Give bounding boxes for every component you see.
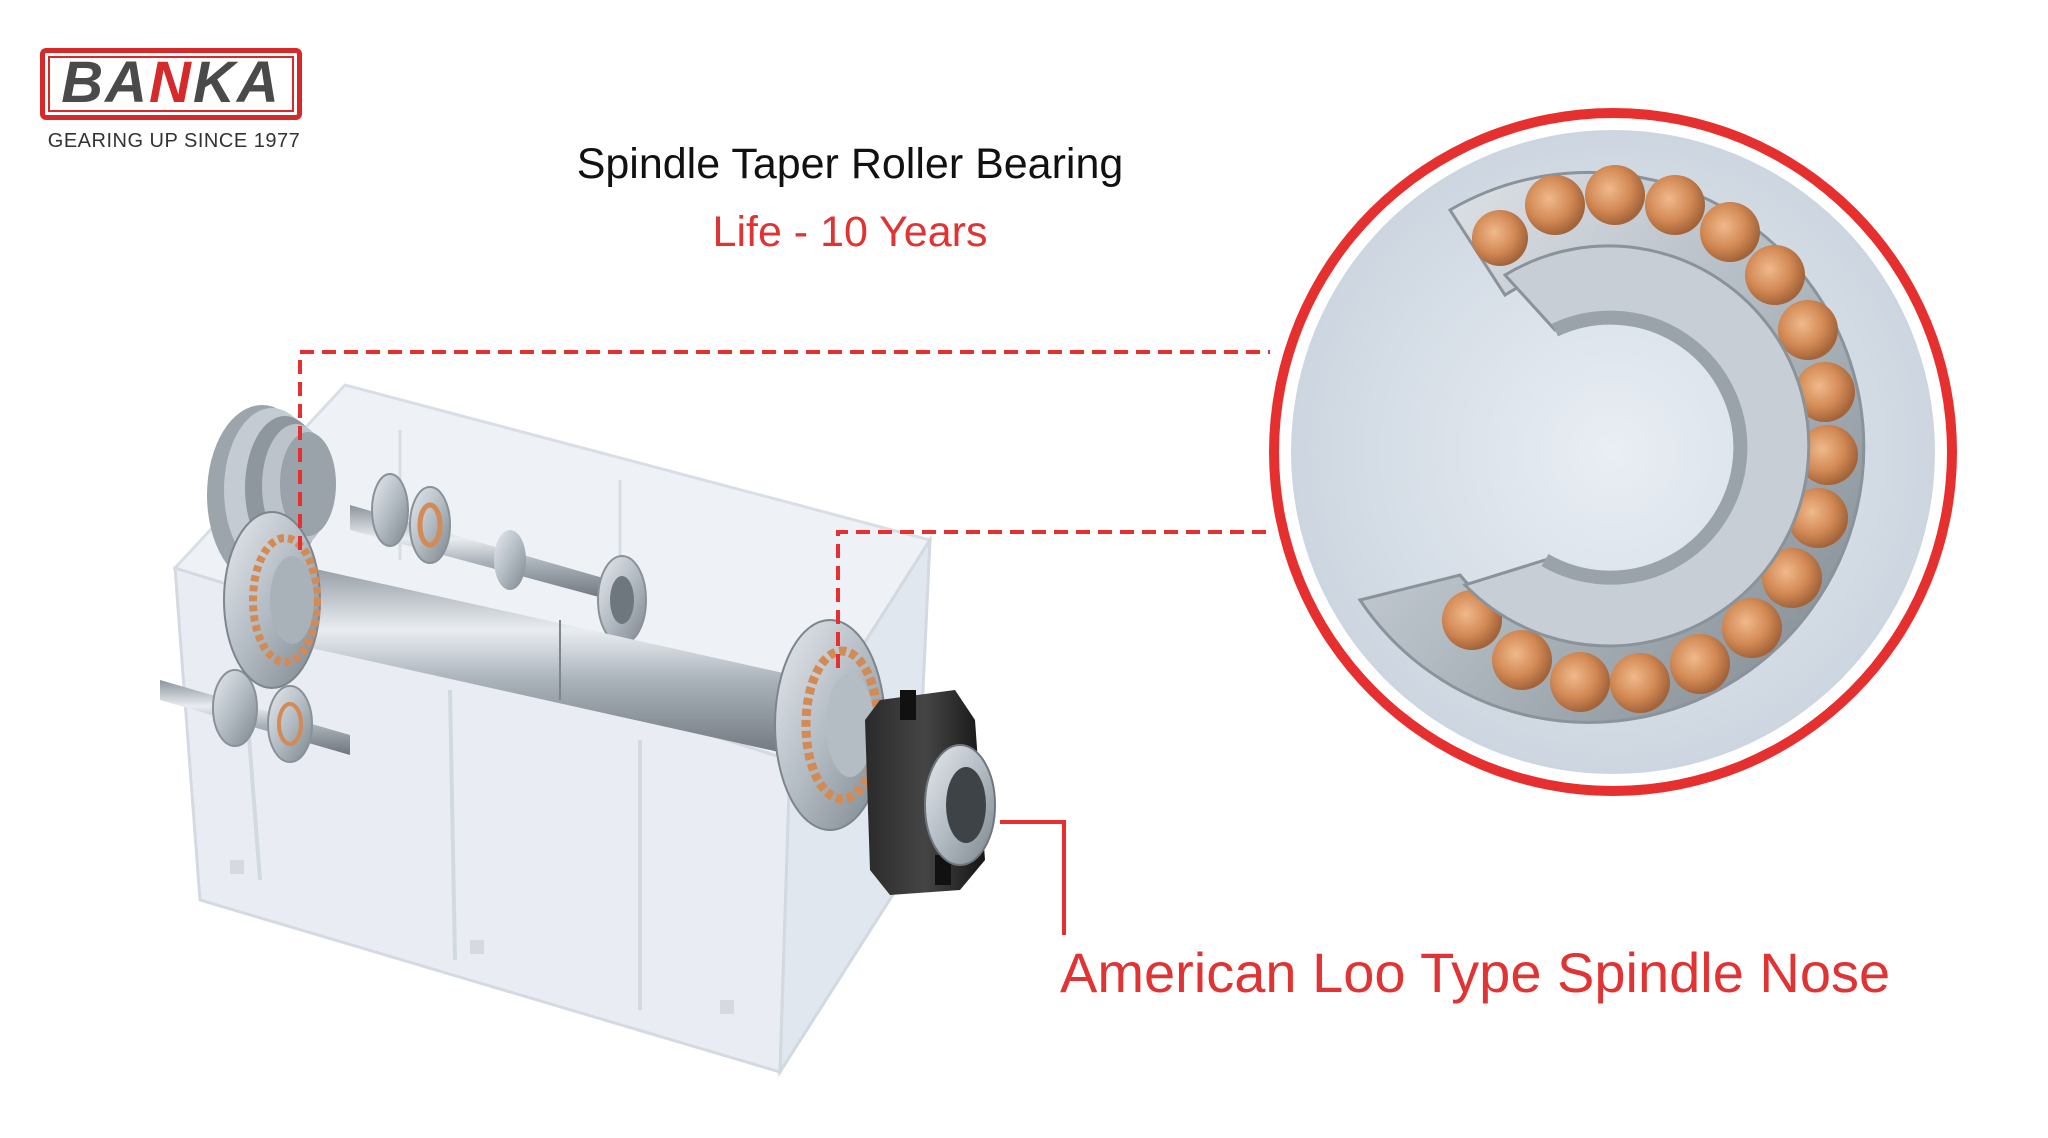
bearing-title: Spindle Taper Roller Bearing <box>576 140 1124 188</box>
logo-wordmark: BANKA <box>61 50 281 115</box>
spindle-nose-label: American Loo Type Spindle Nose <box>1060 941 1891 1004</box>
spindle-nose-nut <box>865 690 996 895</box>
input-shaft <box>160 669 350 763</box>
spindle-nose-leader <box>1000 820 1066 935</box>
logo-frame <box>40 48 302 120</box>
brand-logo: BANKA GEARING UP SINCE 1977 <box>38 46 308 156</box>
logo-tagline: GEARING UP SINCE 1977 <box>47 130 301 152</box>
countershaft <box>350 473 647 645</box>
bearing-zoom-view <box>1269 108 1957 796</box>
bearing-life-label: Life - 10 Years <box>712 208 988 256</box>
main-spindle <box>223 511 886 831</box>
leader-lines <box>298 350 1272 668</box>
taper-rollers <box>1442 165 1858 713</box>
